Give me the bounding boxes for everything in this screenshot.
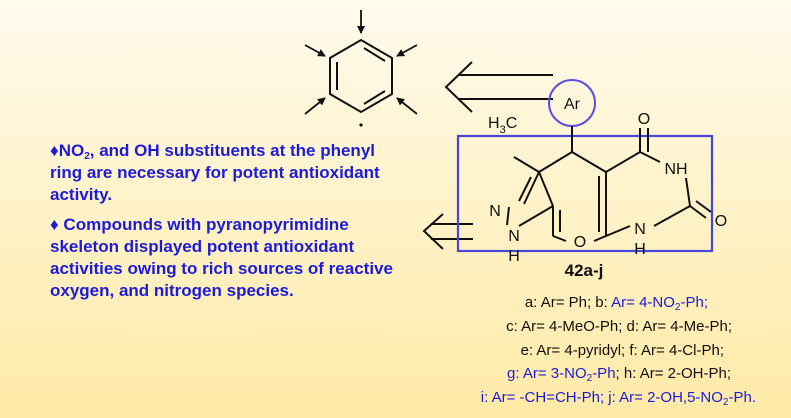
- carbonyl-oxygen-top: O: [638, 111, 650, 128]
- ar-list-line: g: Ar= 3-NO2-Ph; h: Ar= 2-OH-Ph;: [507, 365, 731, 384]
- amide-nh-right: NH: [664, 161, 687, 178]
- ar-list-segment: i: Ar= -CH=CH-Ph; j: Ar= 2-OH,5-NO: [480, 389, 723, 406]
- pyran-oxygen: O: [574, 234, 586, 251]
- carbonyl-oxygen-right: O: [715, 213, 727, 230]
- ar-list-segment: 2: [586, 373, 593, 384]
- retro-arrow-top: [444, 61, 553, 113]
- ar-list-segment: e: Ar= 4-pyridyl; f: Ar= 4-Cl-Ph;: [520, 342, 724, 359]
- diamond-icon: ♦: [50, 215, 59, 234]
- position-arrows: [304, 10, 418, 115]
- ar-list-segment: -Ph.: [728, 389, 756, 406]
- methyl-label: H3C: [488, 115, 517, 136]
- molecule-bonds: [506, 126, 712, 242]
- ar-list-segment: g: Ar= 3-NO: [507, 365, 587, 382]
- bullet-pyranopyrimidine: ♦ Compounds with pyranopyrimidine skelet…: [50, 215, 393, 300]
- ar-list-segment: a: Ar= Ph; b:: [524, 294, 612, 311]
- pyrazole-nh-h: H: [508, 248, 520, 265]
- pyrazole-nh-n: N: [508, 228, 520, 245]
- ar-list-segment: Ar= 4-NO: [611, 294, 675, 311]
- ar-label: Ar: [564, 96, 581, 113]
- amide-nh-bottom-h: H: [634, 241, 646, 258]
- ar-list-segment: 2: [722, 397, 729, 408]
- core-highlight-box: [456, 134, 714, 253]
- ar-list-segment: 2: [674, 302, 681, 313]
- benzene-ring: [329, 38, 393, 114]
- compound-label: 42a-j: [565, 261, 604, 280]
- ar-list-segment: ; h: Ar= 2-OH-Ph;: [615, 365, 731, 382]
- ar-list-segment: -Ph;: [680, 294, 708, 311]
- ar-list-line: e: Ar= 4-pyridyl; f: Ar= 4-Cl-Ph;: [521, 342, 724, 360]
- ar-list-line: c: Ar= 4-MeO-Ph; d: Ar= 4-Me-Ph;: [506, 318, 732, 336]
- bullet-substituents: ♦NO2, and OH substituents at the phenyl …: [50, 141, 380, 204]
- diamond-icon: ♦: [50, 141, 59, 160]
- ar-list-segment: -Ph: [592, 365, 616, 382]
- pyrazole-n: N: [489, 203, 501, 220]
- ar-list-line: i: Ar= -CH=CH-Ph; j: Ar= 2-OH,5-NO2-Ph.: [480, 389, 756, 408]
- ar-list-line: a: Ar= Ph; b: Ar= 4-NO2-Ph;: [524, 294, 708, 313]
- retro-arrow-bottom: [422, 213, 473, 250]
- ar-list-segment: c: Ar= 4-MeO-Ph; d: Ar= 4-Me-Ph;: [506, 318, 732, 335]
- ring-dot: [359, 123, 363, 127]
- amide-nh-bottom-n: N: [634, 221, 646, 238]
